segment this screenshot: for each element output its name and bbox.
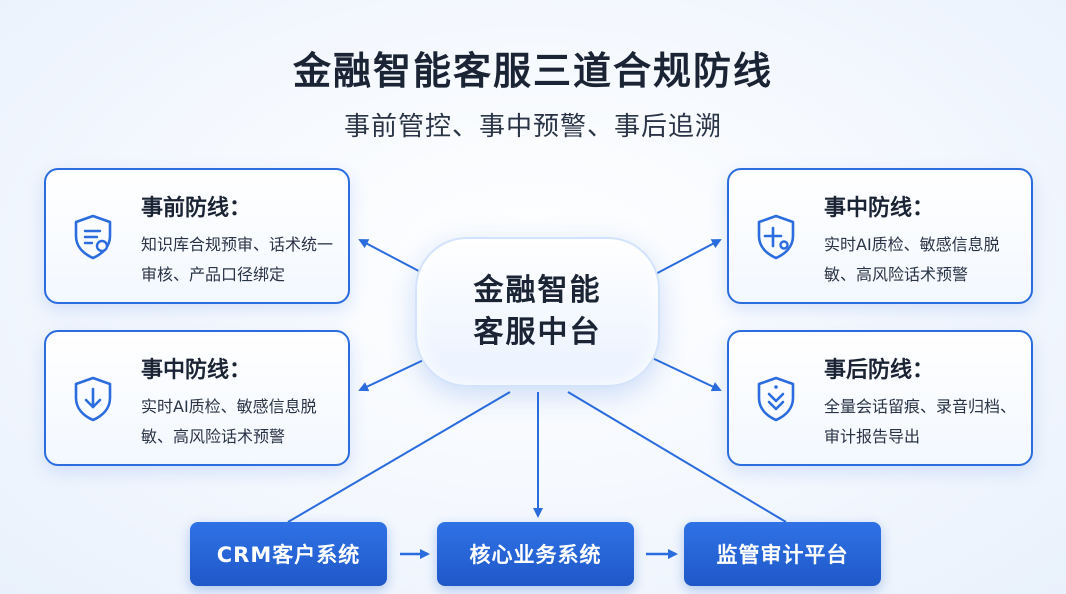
card-body: 知识库合规预审、话术统一审核、产品口径绑定	[141, 235, 334, 284]
card-body: 全量会话留痕、录音归档、审计报告导出	[824, 397, 1017, 446]
card-title: 事后防线：	[824, 358, 935, 383]
shield-plus-icon	[755, 214, 797, 260]
center-label-line2: 客服中台	[473, 315, 602, 350]
system-core-business: 核心业务系统	[437, 522, 634, 586]
card-post-defense: 事后防线： 全量会话留痕、录音归档、审计报告导出	[727, 330, 1033, 466]
card-body: 实时AI质检、敏感信息脱敏、高风险话术预警	[824, 235, 1000, 284]
system-regulatory-audit: 监管审计平台	[684, 522, 881, 586]
diagram-title: 金融智能客服三道合规防线	[292, 49, 773, 93]
card-title: 事中防线：	[824, 196, 935, 221]
card-title: 事前防线：	[141, 196, 252, 221]
center-label-line1: 金融智能	[473, 273, 602, 308]
shield-down-arrow-icon	[72, 376, 114, 422]
card-body: 实时AI质检、敏感信息脱敏、高风险话术预警	[141, 397, 317, 446]
card-in-process-defense-right: 事中防线： 实时AI质检、敏感信息脱敏、高风险话术预警	[727, 168, 1033, 304]
document-shield-icon	[72, 214, 114, 260]
card-title: 事中防线：	[141, 358, 252, 383]
shield-chevrons-icon	[755, 376, 797, 422]
arrow-to-mid-right	[647, 355, 722, 392]
card-pre-defense: 事前防线： 知识库合规预审、话术统一审核、产品口径绑定	[44, 168, 350, 304]
arrow-to-top-right	[647, 239, 722, 279]
system-crm: CRM客户系统	[190, 522, 387, 586]
card-in-process-defense-left: 事中防线： 实时AI质检、敏感信息脱敏、高风险话术预警	[44, 330, 350, 466]
center-hub-node: 金融智能 客服中台	[415, 237, 660, 387]
diagram-subtitle: 事前管控、事中预警、事后追溯	[343, 112, 722, 142]
